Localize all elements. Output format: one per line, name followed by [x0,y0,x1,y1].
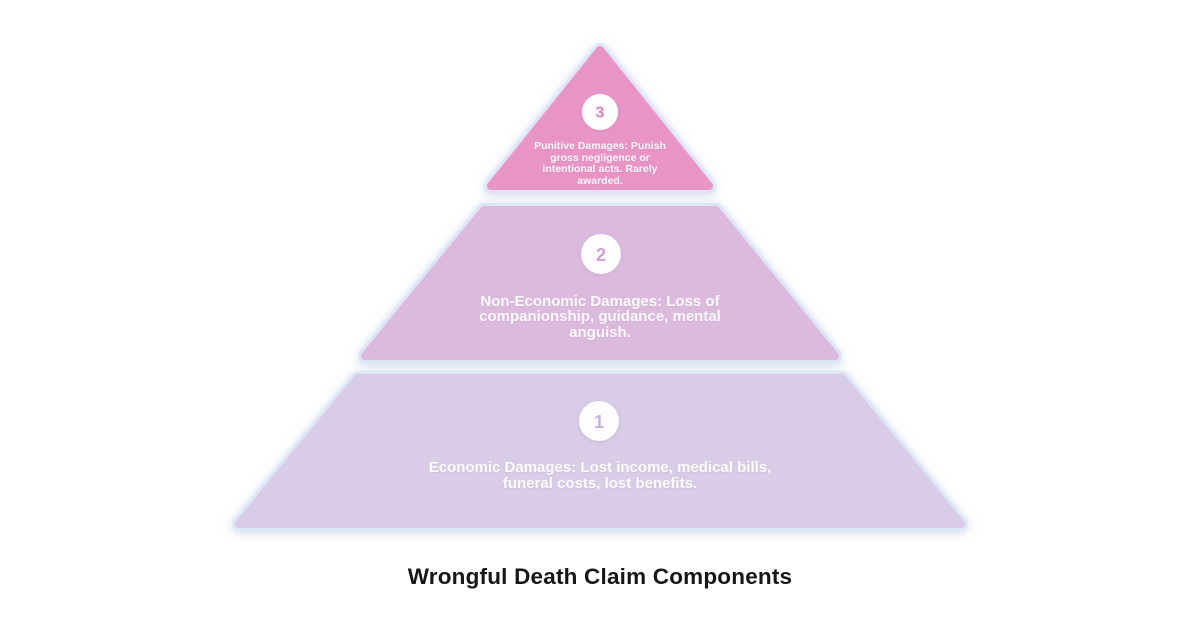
page-title: Wrongful Death Claim Components [407,564,793,589]
tier-1-number: 1 [594,412,604,432]
tier-3-label: Punitive Damages: Punish gross negligenc… [534,140,666,188]
tier-3-number-badge [582,94,618,130]
tier-2-number-badge [581,234,621,274]
tier-2-number: 2 [596,245,606,265]
tier-1-number-badge [579,401,619,441]
tier-2-label: Non-Economic Damages: Loss of companions… [479,293,721,341]
tier-3-number: 3 [596,104,605,121]
tier-1-label: Economic Damages: Lost income, medical b… [428,459,772,492]
tier-1-shape [235,374,965,528]
pyramid-tier-2: 2 [358,203,842,363]
pyramid-tier-1: 1 [232,371,968,531]
tier-2-shape [361,206,839,360]
pyramid-tier-3: 3 [484,43,716,193]
